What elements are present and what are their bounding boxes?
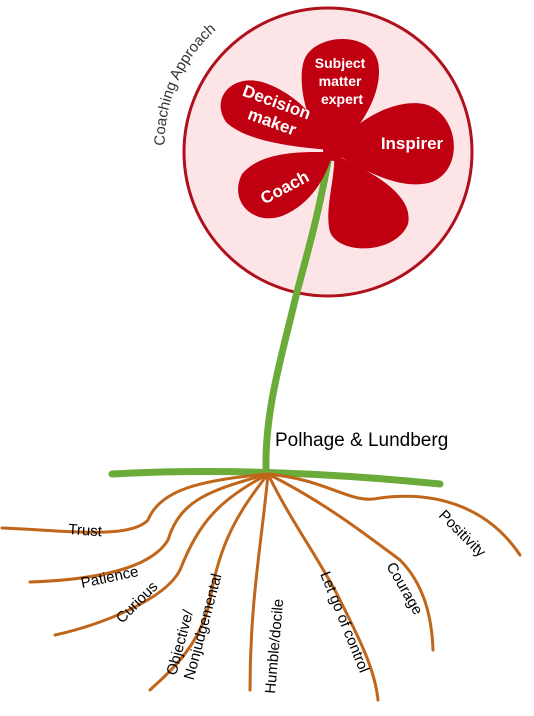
petal-decision-maker bbox=[220, 80, 334, 150]
petal-label-subject-matter-expert: Subject matter expert bbox=[315, 55, 369, 107]
root-positivity bbox=[266, 472, 522, 557]
petal-coach bbox=[238, 151, 332, 219]
root-objective bbox=[148, 472, 270, 692]
root-humble bbox=[248, 472, 270, 692]
root-let-go bbox=[266, 472, 380, 702]
root-courage bbox=[266, 472, 435, 652]
petals bbox=[220, 38, 454, 249]
root-label-humble: Humble/docile bbox=[262, 598, 287, 694]
credit-label: Polhage & Lundberg bbox=[275, 430, 448, 451]
petal-inspirer bbox=[335, 103, 454, 185]
root-label-trust: Trust bbox=[68, 521, 104, 540]
root-trust bbox=[0, 472, 270, 534]
root-label-objective: Objective/ Nonjudgemental bbox=[163, 567, 225, 682]
petal-bottom bbox=[328, 154, 409, 249]
roots bbox=[0, 472, 522, 702]
root-curious bbox=[53, 472, 270, 637]
root-label-patience: Patience bbox=[79, 563, 140, 592]
petal-subject-matter-expert bbox=[301, 38, 379, 150]
root-patience bbox=[28, 472, 270, 584]
root-label-curious: Curious bbox=[113, 578, 162, 627]
flower-center bbox=[323, 139, 345, 161]
root-label-positivity: Positivity bbox=[435, 507, 489, 561]
petal-label-inspirer: Inspirer bbox=[381, 134, 444, 153]
root-label-let-go: Let go of control bbox=[316, 569, 372, 675]
stem bbox=[262, 146, 334, 472]
